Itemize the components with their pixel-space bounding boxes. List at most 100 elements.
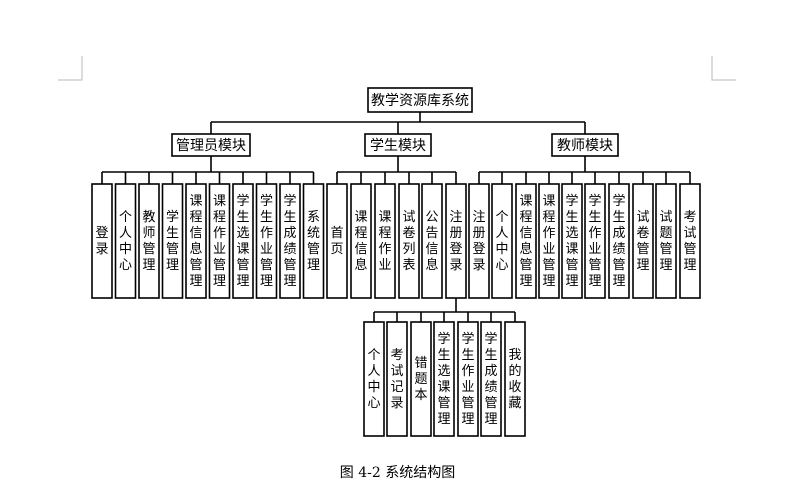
sub-node-1: 考试记录 xyxy=(386,321,408,437)
leaf-node-1-4-label: 公告信息 xyxy=(425,210,438,273)
leaf-node-2-3: 课程作业管理 xyxy=(538,183,560,299)
leaf-node-0-8-box xyxy=(279,183,301,299)
leaf-node-1-4: 公告信息 xyxy=(421,183,443,299)
leaf-node-2-2-box xyxy=(515,183,537,299)
sub-node-6: 我的收藏 xyxy=(504,321,526,437)
module-node-0-label: 管理员模块 xyxy=(176,138,246,154)
root-node: 教学资源库系统 xyxy=(367,87,473,113)
leaf-node-0-4-label: 课程信息管理 xyxy=(189,194,202,289)
sub-node-0-box xyxy=(363,321,385,437)
leaf-node-1-3: 试卷列表 xyxy=(398,183,420,299)
module-node-1: 学生模块 xyxy=(364,133,432,157)
leaf-node-0-1: 个人中心 xyxy=(114,183,137,299)
leaf-node-0-4-box xyxy=(185,183,207,299)
diagram-nodes: 教学资源库系统管理员模块登录个人中心教师管理学生管理课程信息管理课程作业管理学生… xyxy=(91,87,701,437)
leaf-node-2-5: 学生作业管理 xyxy=(584,183,606,299)
leaf-node-2-1: 个人中心 xyxy=(491,183,513,299)
connector-lines xyxy=(101,112,691,322)
module-node-0: 管理员模块 xyxy=(171,133,251,157)
leaf-node-2-8-label: 试题管理 xyxy=(659,210,672,273)
leaf-node-2-5-label: 学生作业管理 xyxy=(588,193,601,289)
leaf-node-0-0-box xyxy=(91,183,113,299)
sub-node-1-label: 考试记录 xyxy=(390,348,403,411)
leaf-node-0-3-label: 学生管理 xyxy=(166,209,179,273)
leaf-node-0-6-box xyxy=(232,183,254,299)
leaf-node-2-1-label: 个人中心 xyxy=(495,210,508,273)
leaf-node-2-8-box xyxy=(655,183,677,299)
module-node-2-label: 教师模块 xyxy=(557,138,613,154)
leaf-node-0-6: 学生选课管理 xyxy=(232,183,254,299)
leaf-node-0-9: 系统管理 xyxy=(302,183,325,299)
leaf-node-1-5-label: 注册登录 xyxy=(449,210,462,273)
leaf-node-1-5-box xyxy=(445,183,467,299)
leaf-node-2-2-label: 课程信息管理 xyxy=(519,194,532,289)
leaf-node-1-1-box xyxy=(350,183,372,299)
module-node-2: 教师模块 xyxy=(551,133,619,157)
leaf-node-0-5-label: 课程作业管理 xyxy=(213,194,226,289)
leaf-node-2-9-label: 考试管理 xyxy=(683,210,696,273)
sub-node-6-label: 我的收藏 xyxy=(508,348,521,411)
page-corner-marks xyxy=(58,56,736,81)
leaf-node-2-3-box xyxy=(538,183,560,299)
leaf-node-2-7-box xyxy=(632,183,654,299)
leaf-node-2-4: 学生选课管理 xyxy=(561,183,583,299)
leaf-node-1-1: 课程信息 xyxy=(350,183,372,299)
leaf-node-0-5-box xyxy=(208,183,231,299)
leaf-node-0-8: 学生成绩管理 xyxy=(279,183,301,299)
sub-node-2-box xyxy=(410,321,432,437)
leaf-node-2-4-box xyxy=(561,183,583,299)
leaf-node-0-9-label: 系统管理 xyxy=(307,210,320,273)
leaf-node-0-7-box xyxy=(255,183,278,299)
leaf-node-2-1-box xyxy=(491,183,513,299)
leaf-node-1-0-box xyxy=(326,183,348,299)
leaf-node-0-9-box xyxy=(302,183,325,299)
leaf-node-0-8-label: 学生成绩管理 xyxy=(283,193,296,289)
sub-node-5: 学生成绩管理 xyxy=(480,321,502,437)
leaf-node-0-6-label: 学生选课管理 xyxy=(236,193,249,289)
module-node-0-box xyxy=(171,133,251,157)
leaf-node-2-6-box xyxy=(608,183,630,299)
root-node-box xyxy=(367,87,473,113)
leaf-node-1-2: 课程作业 xyxy=(374,183,396,299)
leaf-node-2-6-label: 学生成绩管理 xyxy=(612,193,625,289)
sub-node-1-box xyxy=(386,321,408,437)
figure-caption: 图 4-2 系统结构图 xyxy=(339,465,456,481)
sub-node-6-box xyxy=(504,321,526,437)
leaf-node-2-7: 试卷管理 xyxy=(632,183,654,299)
module-node-1-label: 学生模块 xyxy=(370,138,426,154)
leaf-node-2-7-label: 试卷管理 xyxy=(636,210,649,273)
leaf-node-2-0: 注册登录 xyxy=(468,183,490,299)
leaf-node-0-7-label: 学生作业管理 xyxy=(260,193,273,289)
leaf-node-0-2: 教师管理 xyxy=(138,183,160,299)
leaf-node-0-7: 学生作业管理 xyxy=(255,183,278,299)
sub-node-4: 学生作业管理 xyxy=(457,321,479,437)
sub-node-3-label: 学生选课管理 xyxy=(437,331,450,427)
leaf-node-0-0: 登录 xyxy=(91,183,113,299)
leaf-node-2-2: 课程信息管理 xyxy=(515,183,537,299)
sub-node-5-label: 学生成绩管理 xyxy=(484,331,497,427)
sub-node-5-box xyxy=(480,321,502,437)
leaf-node-0-4: 课程信息管理 xyxy=(185,183,207,299)
leaf-node-2-9: 考试管理 xyxy=(679,183,701,299)
leaf-node-1-5: 注册登录 xyxy=(445,183,467,299)
leaf-node-0-2-box xyxy=(138,183,160,299)
module-node-2-box xyxy=(551,133,619,157)
sub-node-2-label: 错题本 xyxy=(414,356,427,403)
leaf-node-2-3-label: 课程作业管理 xyxy=(542,194,555,289)
leaf-node-1-4-box xyxy=(421,183,443,299)
leaf-node-0-2-label: 教师管理 xyxy=(142,209,155,273)
leaf-node-1-3-label: 试卷列表 xyxy=(402,210,415,273)
leaf-node-2-5-box xyxy=(584,183,606,299)
leaf-node-2-9-box xyxy=(679,183,701,299)
leaf-node-0-0-label: 登录 xyxy=(95,226,108,257)
leaf-node-0-5: 课程作业管理 xyxy=(208,183,231,299)
leaf-node-1-3-box xyxy=(398,183,420,299)
leaf-node-1-2-label: 课程作业 xyxy=(378,210,391,273)
leaf-node-1-0: 首页 xyxy=(326,183,348,299)
leaf-node-1-2-box xyxy=(374,183,396,299)
leaf-node-0-3-box xyxy=(161,183,184,299)
leaf-node-2-0-label: 注册登录 xyxy=(472,210,485,273)
sub-node-2: 错题本 xyxy=(410,321,432,437)
leaf-node-0-3: 学生管理 xyxy=(161,183,184,299)
